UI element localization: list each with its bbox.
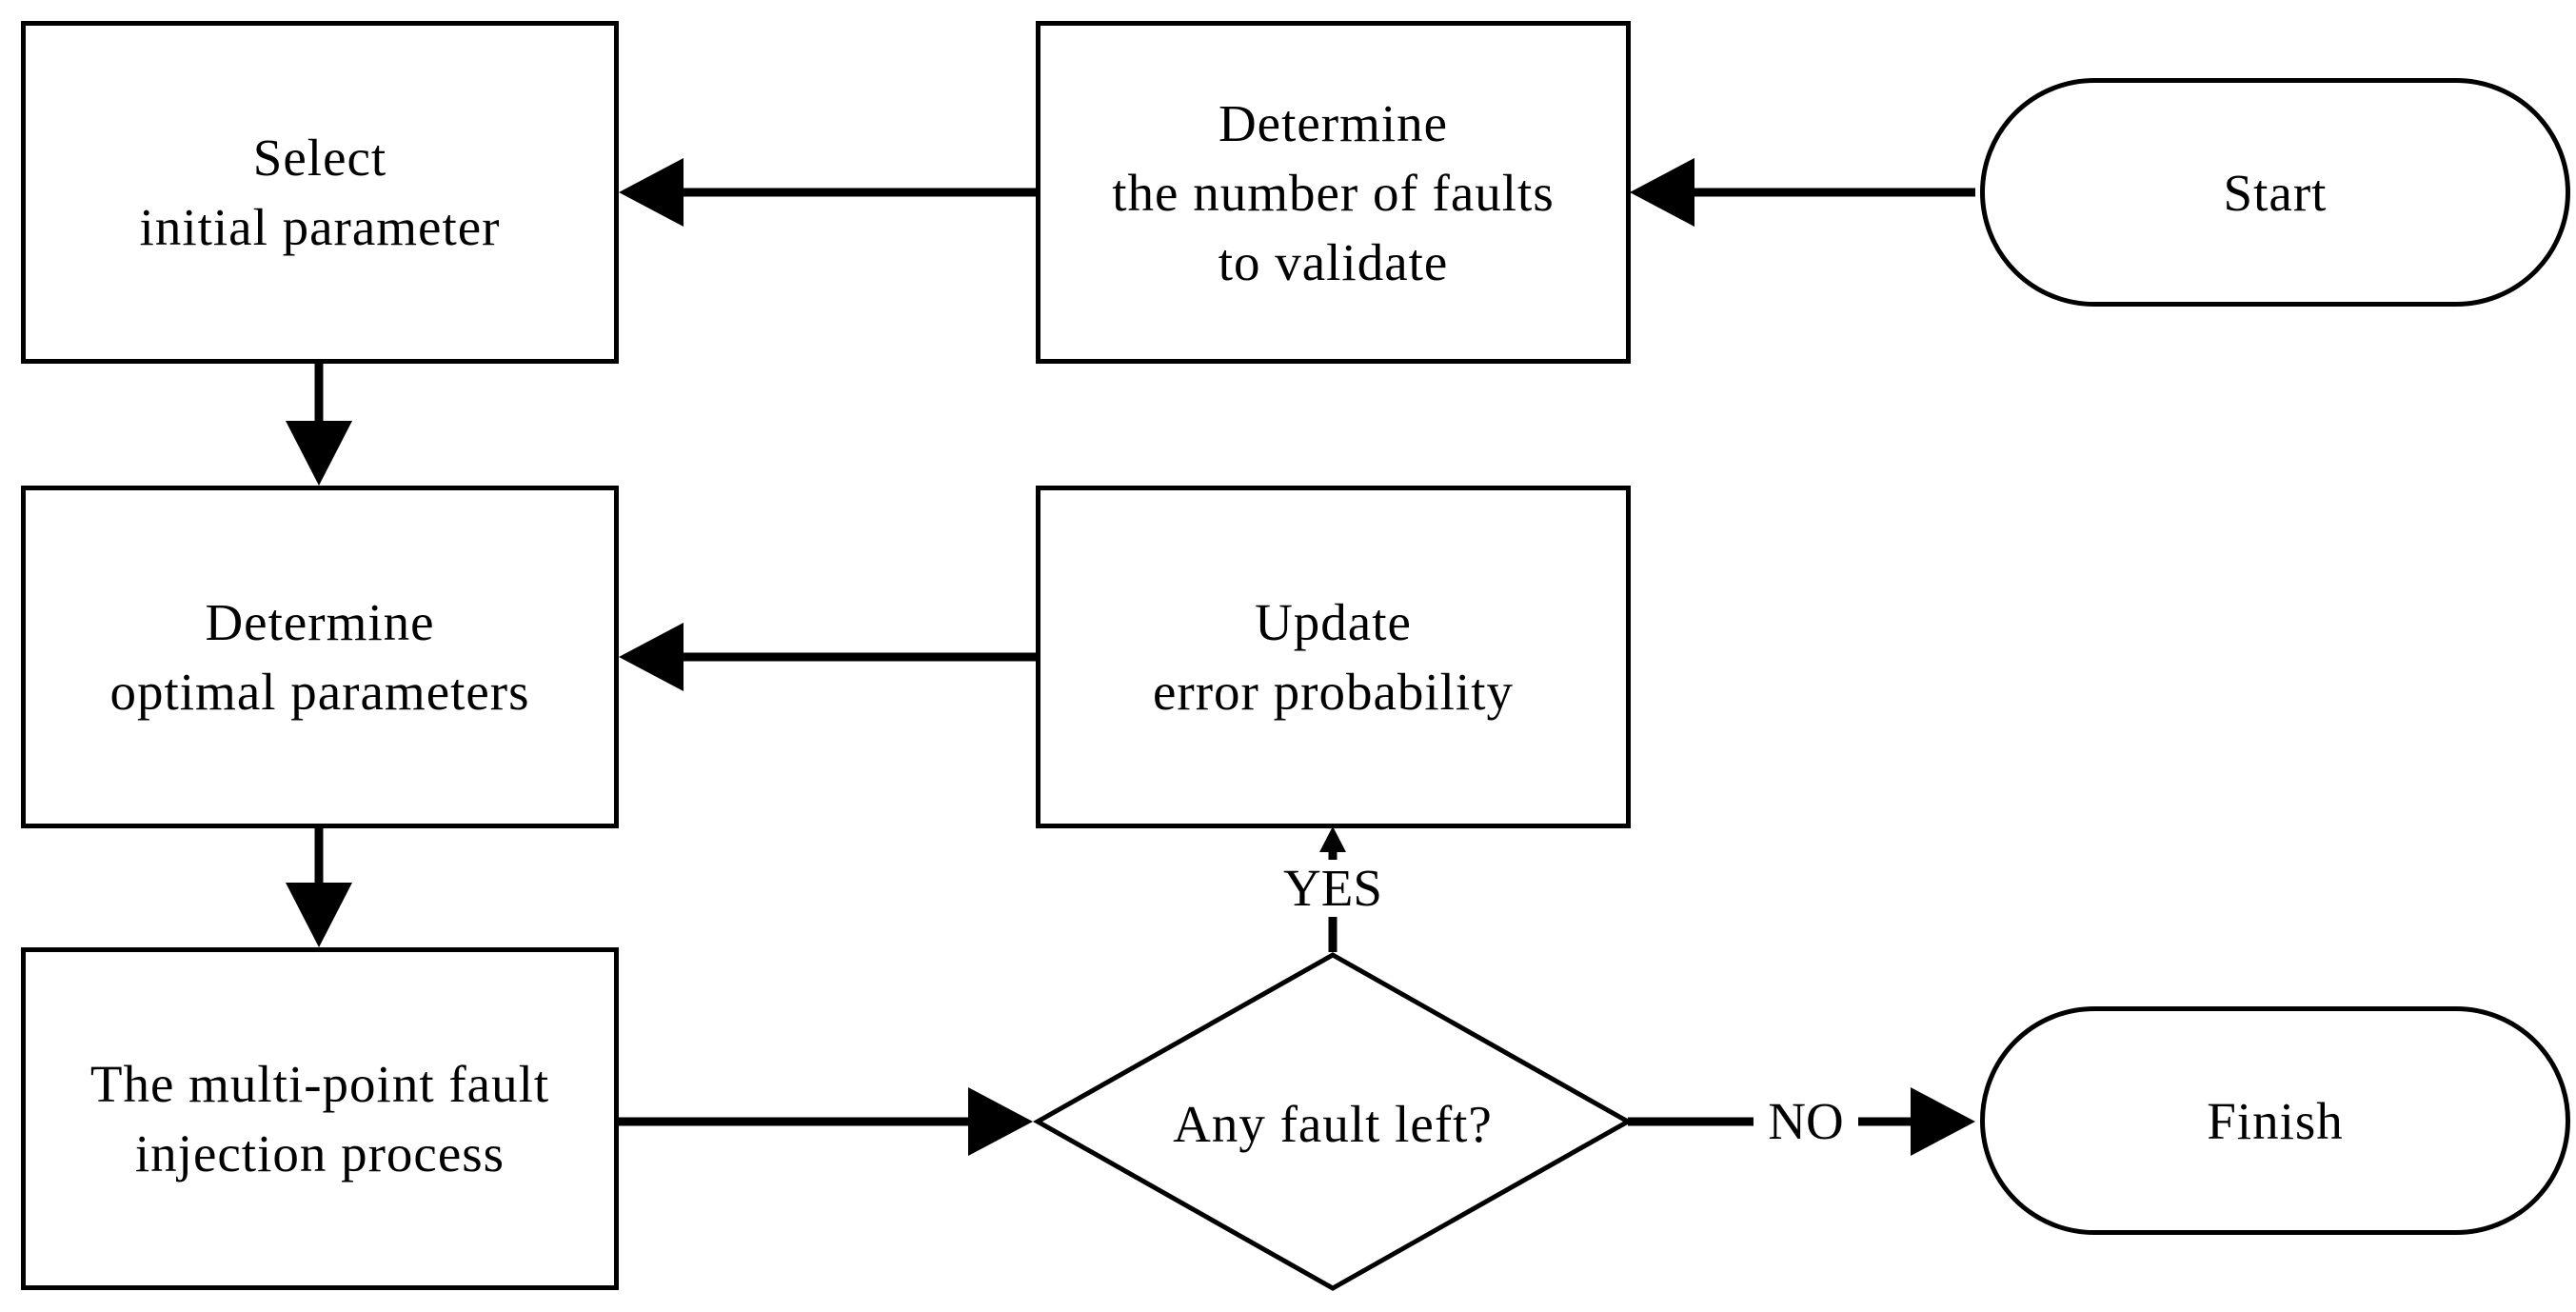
determine-faults-label: Determine the number of faults to valida… xyxy=(1112,89,1554,297)
update-error-box: Update error probability xyxy=(1036,486,1631,828)
no-label: NO xyxy=(1754,1093,1858,1150)
arrowhead-to-determine-faults xyxy=(1630,158,1694,227)
arrowhead-to-decision xyxy=(968,1087,1033,1156)
start-terminal: Start xyxy=(1980,78,2570,307)
label-line: error probability xyxy=(1153,663,1514,721)
finish-label: Finish xyxy=(2207,1086,2344,1156)
label-line: Determine xyxy=(1218,93,1449,152)
label-line: Select xyxy=(252,129,387,187)
arrowhead-to-optimal-from-update xyxy=(619,623,684,691)
decision-label: Any fault left? xyxy=(1173,1094,1493,1153)
label-line: to validate xyxy=(1218,232,1449,291)
label-line: initial parameter xyxy=(139,198,501,256)
yes-label: YES xyxy=(1271,860,1395,917)
start-label: Start xyxy=(2224,158,2328,228)
label-line: The multi-point fault xyxy=(89,1055,550,1113)
select-initial-label: Select initial parameter xyxy=(140,123,501,262)
label-line: injection process xyxy=(134,1124,505,1183)
arrowhead-to-finish xyxy=(1911,1087,1975,1156)
arrowhead-to-optimal-from-select xyxy=(286,421,352,486)
arrowhead-to-injection xyxy=(286,883,352,947)
arrowhead-to-update xyxy=(1319,826,1346,852)
determine-faults-box: Determine the number of faults to valida… xyxy=(1036,21,1631,364)
decision-diamond xyxy=(1032,952,1634,1291)
label-line: Finish xyxy=(2207,1091,2344,1150)
label-line: Start xyxy=(2223,163,2328,222)
arrowhead-to-select xyxy=(619,158,684,227)
finish-terminal: Finish xyxy=(1980,1006,2570,1235)
injection-process-box: The multi-point fault injection process xyxy=(21,947,619,1290)
determine-optimal-label: Determine optimal parameters xyxy=(109,587,529,726)
label-line: the number of faults xyxy=(1112,163,1555,222)
update-error-label: Update error probability xyxy=(1153,587,1514,726)
label-line: Update xyxy=(1255,593,1412,651)
label-line: optimal parameters xyxy=(109,663,530,721)
select-initial-box: Select initial parameter xyxy=(21,21,619,364)
determine-optimal-box: Determine optimal parameters xyxy=(21,486,619,828)
label-line: Determine xyxy=(205,593,435,651)
injection-process-label: The multi-point fault injection process xyxy=(90,1049,549,1188)
